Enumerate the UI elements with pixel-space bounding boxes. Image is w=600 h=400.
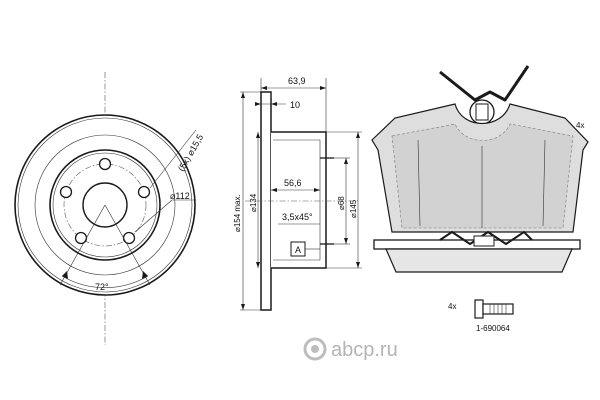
dim-arrow [255, 102, 261, 106]
dim-arrow [261, 86, 267, 90]
pcd-leader [134, 199, 173, 233]
angle-label: 72° [95, 282, 109, 292]
dim-arrow [344, 158, 348, 164]
hat-thickness-label: 10 [290, 100, 300, 110]
diameter-68-label: ⌀68 [337, 196, 346, 210]
bolt-head [474, 299, 484, 319]
hat-depth-label: 56,6 [284, 178, 302, 188]
dim-arrow [256, 262, 260, 268]
friction-ring-inner [34, 134, 176, 276]
section-marker-label: A [295, 245, 301, 255]
pad-groove [542, 139, 546, 227]
angle-arrow-right [142, 271, 148, 279]
pad-side-friction [385, 248, 573, 273]
dim-arrow [241, 92, 245, 98]
chamfer-label: 3,5x45° [282, 212, 313, 222]
dim-arrow [271, 188, 277, 192]
bolt-hole [74, 231, 88, 245]
overall-height-label: 63,9 [288, 76, 306, 86]
bolt-hole [137, 185, 151, 199]
disc-front-view: (5x) ⌀15,5 ⌀112 72° [14, 72, 205, 345]
watermark-logo: abcp.ru [303, 337, 398, 361]
spring-clip [439, 65, 530, 102]
diameter-134-label: ⌀134 [249, 193, 258, 212]
diameter-145-label: ⌀145 [349, 199, 358, 218]
dim-arrow [271, 102, 277, 106]
hat-section [271, 131, 327, 269]
angle-arc [61, 275, 149, 288]
pad-side-clip-block [473, 235, 495, 247]
bolt-part-number: 1-690064 [476, 324, 510, 333]
bolt-pattern-label: (5x) ⌀15,5 [176, 133, 205, 173]
disc-outer-chamfer [17, 117, 193, 293]
angle-arrow-left [62, 271, 68, 279]
logo-mark-dot [311, 345, 319, 353]
bolt-hole [59, 185, 73, 199]
logo-mark [303, 337, 327, 361]
pcd-label: ⌀112 [170, 191, 190, 201]
bolt-quantity-label: 4x [448, 302, 456, 311]
disc-section-view: 63,9 10 56,6 3,5x45° A ⌀154 max. ⌀134 [233, 76, 362, 311]
pad-groove [417, 139, 421, 227]
pad-side-clip [439, 230, 533, 246]
bolt-hole [98, 157, 112, 171]
max-diameter-label: ⌀154 max. [233, 194, 242, 232]
dim-arrow [356, 132, 360, 138]
dim-arrow [241, 304, 245, 310]
hat-inner-edge [52, 152, 158, 258]
bolt-hole-leader [149, 129, 197, 189]
dim-arrow [314, 188, 320, 192]
angle-ray-left [59, 204, 106, 286]
pad-quantity-label: 4x [576, 121, 584, 130]
angle-ray-right [104, 204, 151, 286]
clip-mount-insert [475, 103, 489, 121]
dim-arrow [320, 86, 326, 90]
friction-material [391, 123, 574, 229]
dim-arrow [356, 262, 360, 268]
watermark-brand: abcp.ru [331, 339, 398, 361]
bolt-hole [122, 231, 136, 245]
dim-arrow [344, 238, 348, 244]
dim-arrow [256, 132, 260, 138]
brake-pad: 4x [371, 65, 589, 273]
bolt-drawing: 4x 1-690064 [448, 299, 514, 333]
